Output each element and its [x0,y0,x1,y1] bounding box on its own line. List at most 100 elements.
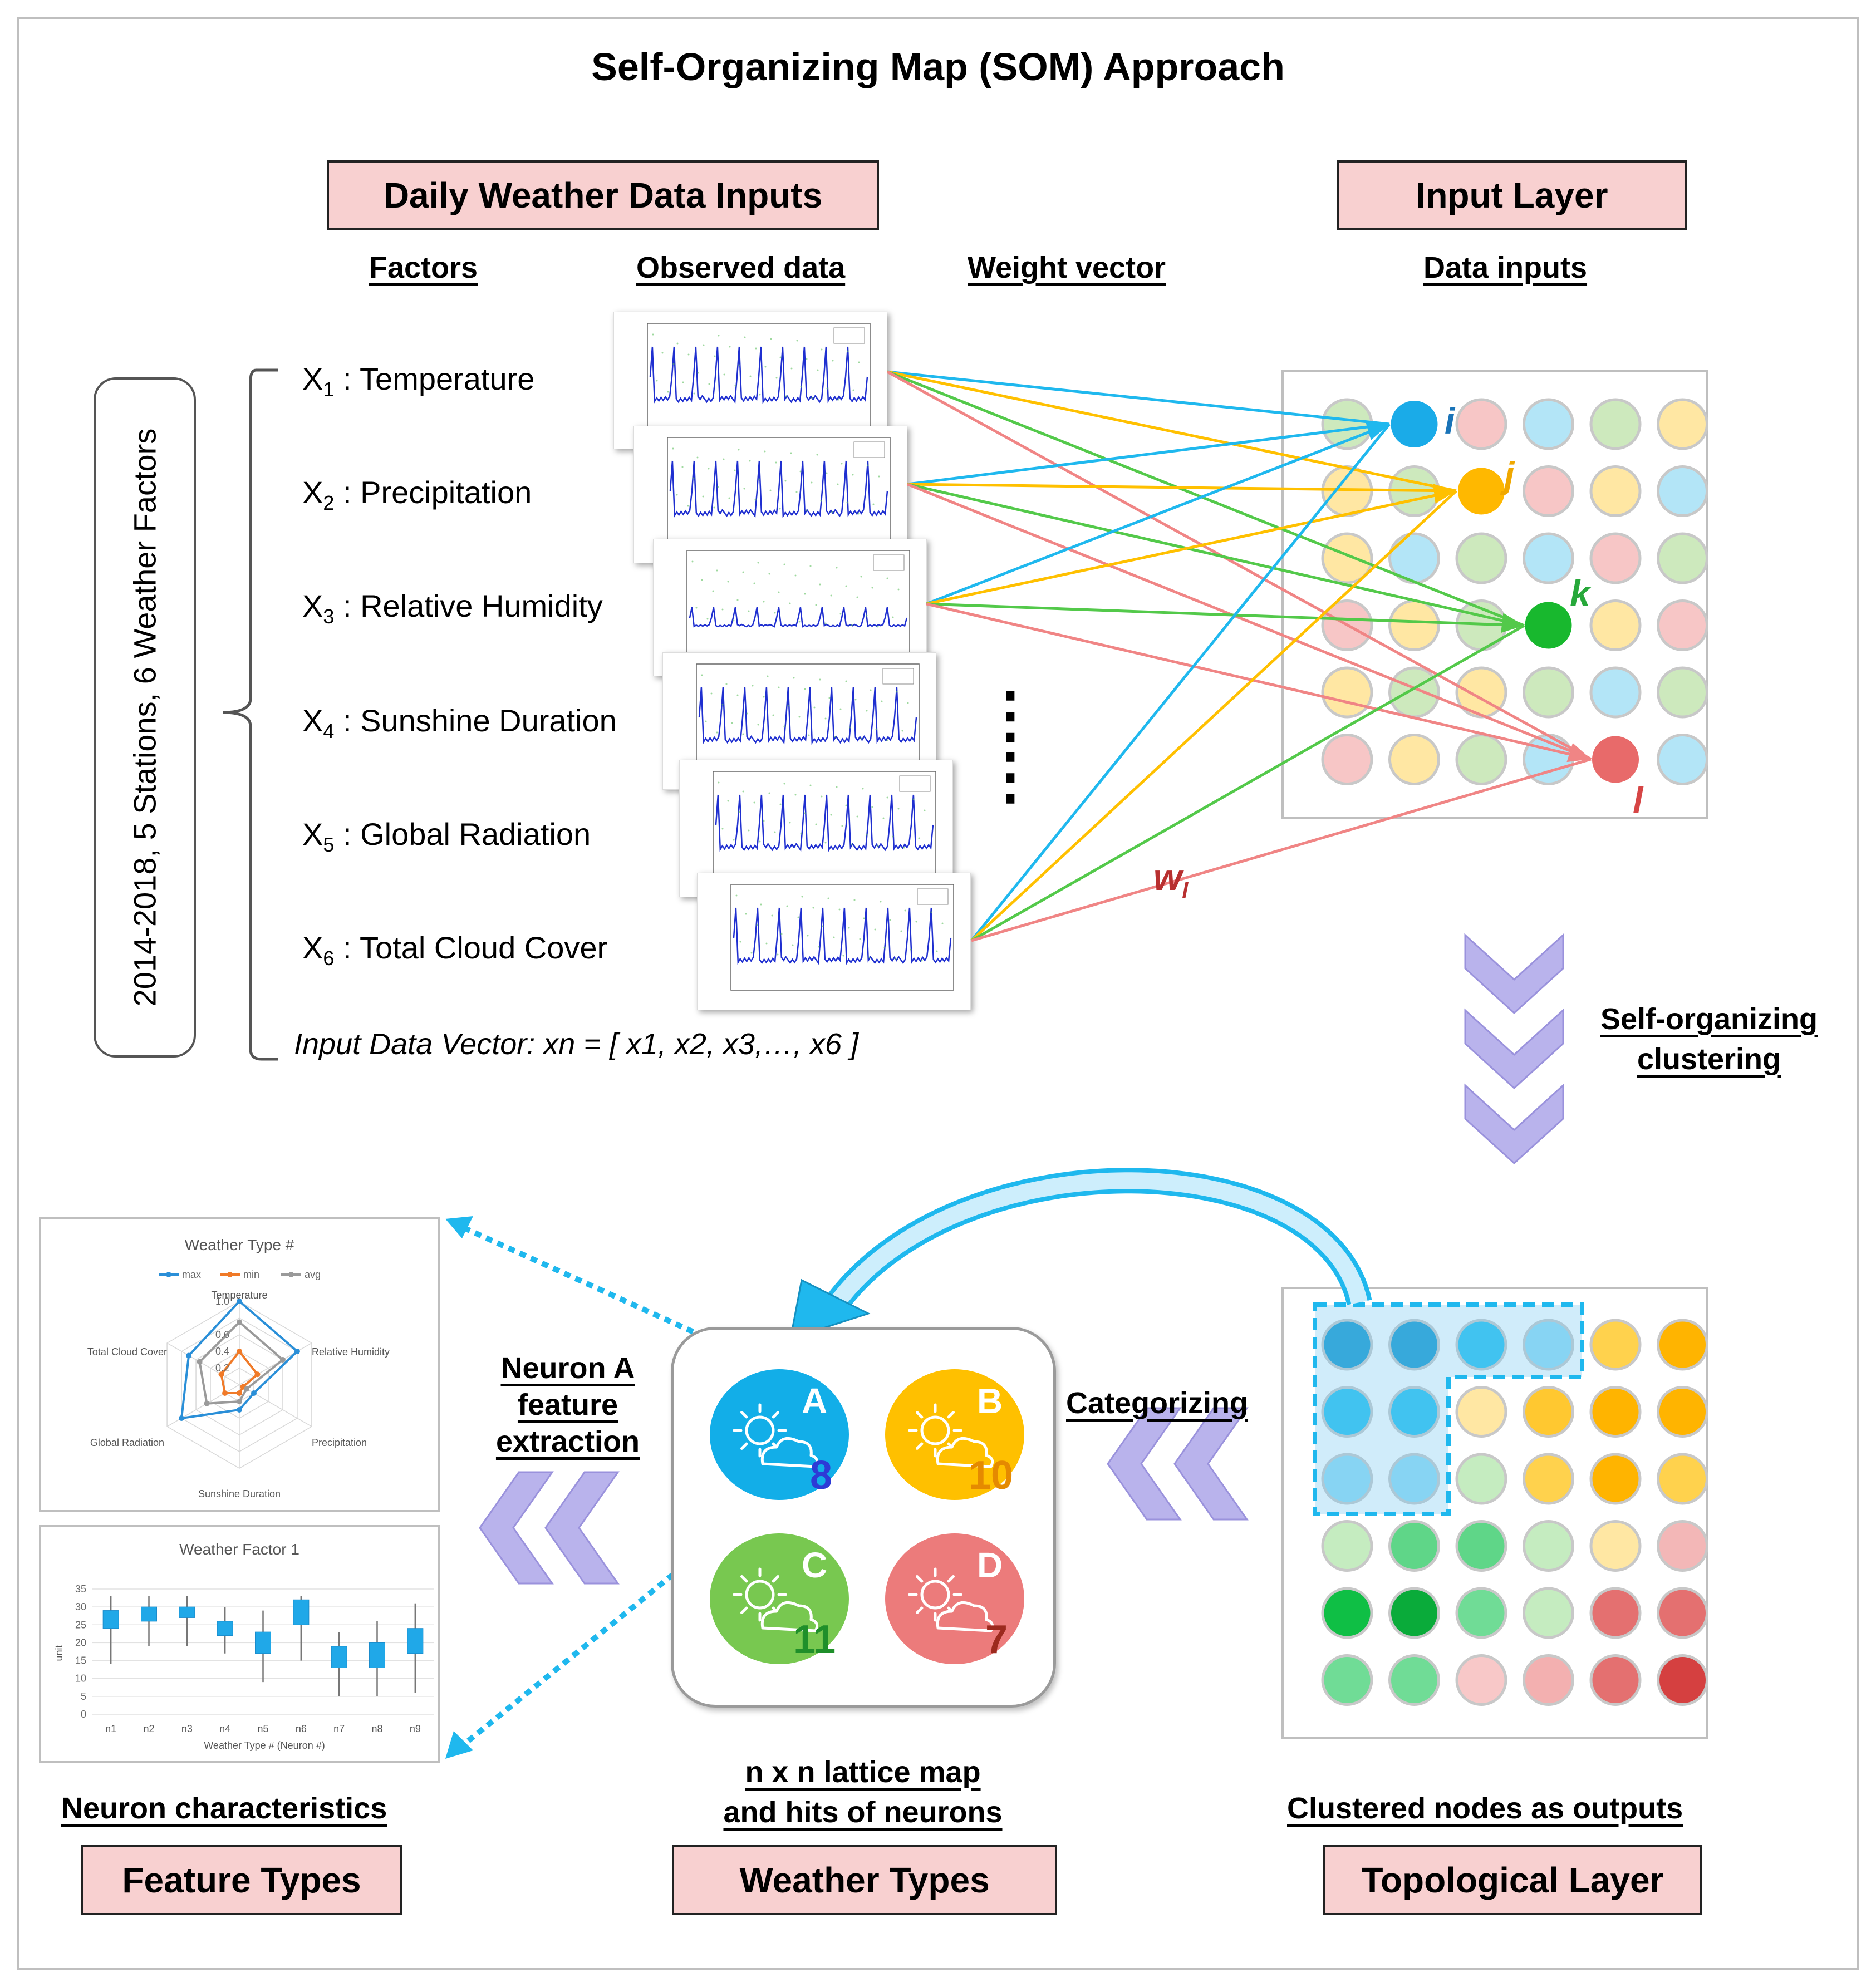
weather-type-label: A [802,1381,828,1421]
topological-node [1523,1520,1574,1572]
thumbnail-dot [789,822,791,824]
boxplot-box [369,1642,385,1668]
thumbnail-dot [716,569,718,572]
radar-point [237,1390,242,1396]
thumbnail-dot [904,909,906,912]
thumbnail-dot [691,560,694,563]
weight-connection [926,489,1457,606]
weight-connection [971,758,1592,942]
thumbnail-dot [682,381,684,383]
thumbnail-dot [836,786,838,788]
boxplot-box [217,1621,233,1636]
thumbnail-dot [672,363,675,365]
thumbnail-dot [874,928,876,931]
weather-type-label: D [977,1545,1003,1585]
thumbnail-dot [749,375,752,377]
topological-node [1388,1453,1440,1505]
boxplot-box [179,1606,195,1618]
thumbnail-legend [917,888,949,905]
thumbnail-dot [725,683,728,685]
input-node [1589,398,1642,450]
left-chevron [544,1471,620,1585]
radar-point [237,1349,242,1354]
thumbnail-dot [886,577,888,579]
factor-brace [222,368,278,1061]
thumbnail-dot [871,806,873,808]
weather-types-box: Weather Types [672,1845,1057,1915]
thumbnail-dot [816,454,818,456]
radar-tick: 0.2 [215,1363,229,1374]
factor-6: X6 : Total Cloud Cover [302,930,608,970]
thumbnail-dot [824,842,827,844]
weight-connection [907,422,1390,486]
boxplot-ytick: 5 [81,1691,86,1702]
thumbnail-dot [811,481,813,484]
thumbnail-dot [772,714,774,716]
boxplot-xlabel: Weather Type # (Neuron #) [204,1740,325,1751]
radar-point [204,1400,210,1406]
thumbnail-dot [757,562,759,564]
radar-point [237,1319,242,1325]
thumbnail-dot [710,692,713,695]
topological-node [1455,1587,1507,1639]
thumbnail-dot [838,908,841,911]
thumbnail-dot [813,706,816,709]
thumbnail-dot [687,505,689,507]
thumbnail-dot [672,447,674,450]
thumbnail-dot [755,347,757,350]
clustered-caption: Clustered nodes as outputs [1287,1792,1683,1825]
dotted-arrowhead-radar [445,1216,473,1238]
thumbnail-dot [830,814,832,816]
radar-point [186,1352,192,1359]
thumbnail-dot [712,590,714,592]
boxplot-box [255,1631,271,1654]
thumbnail-dot [845,680,847,682]
thumbnail-dot [743,488,745,490]
weight-connection [907,483,1525,627]
thumbnail-dot [786,905,788,907]
factors-header: Factors [369,251,478,284]
thumbnail-dot [769,489,772,491]
dotted-arrow-radar [455,1222,728,1350]
thumbnail-dot [714,355,716,357]
thumbnail-dot [878,475,880,478]
left-chevron [479,1471,554,1585]
radar-point [243,1386,249,1392]
thumbnail-dot [734,385,736,387]
thumbnail-line [649,346,868,405]
thumbnail-dot [742,790,744,793]
radar-point [197,1359,203,1365]
input-node [1523,532,1574,584]
thumbnail-dot [859,938,861,940]
thumbnail-dot [753,582,755,584]
thumbnail-dot [790,452,792,454]
thumbnail-dot [783,725,785,727]
neuron-char-caption: Neuron characteristics [61,1792,387,1825]
thumbnail-dot [897,808,900,810]
topological-node [1321,1386,1373,1438]
thumbnail-dot [811,397,813,399]
weight-label-wl: wl [1153,857,1189,903]
topological-node [1657,1520,1708,1572]
radar-axis-label: Global Radiation [90,1437,164,1448]
radar-legend-label: avg [305,1269,321,1280]
thumbnail-dot [718,335,720,337]
sun-cloud-icon [908,1403,994,1468]
radar-legend-marker [227,1272,233,1277]
radar-point [237,1399,242,1404]
thumbnail-dot [779,356,782,358]
thumbnail-dot [767,675,769,677]
thumbnail-dot [797,916,799,918]
thumbnail-dot [749,460,751,462]
topological-node [1321,1520,1373,1572]
down-chevron [1464,1083,1564,1165]
radar-axis-label: Precipitation [312,1437,367,1448]
radar-point [222,1390,228,1396]
thumbnail-dot [739,941,741,943]
connection-arrowhead [1433,484,1456,504]
topological-node [1321,1319,1373,1371]
thumbnail-dot [758,478,760,480]
